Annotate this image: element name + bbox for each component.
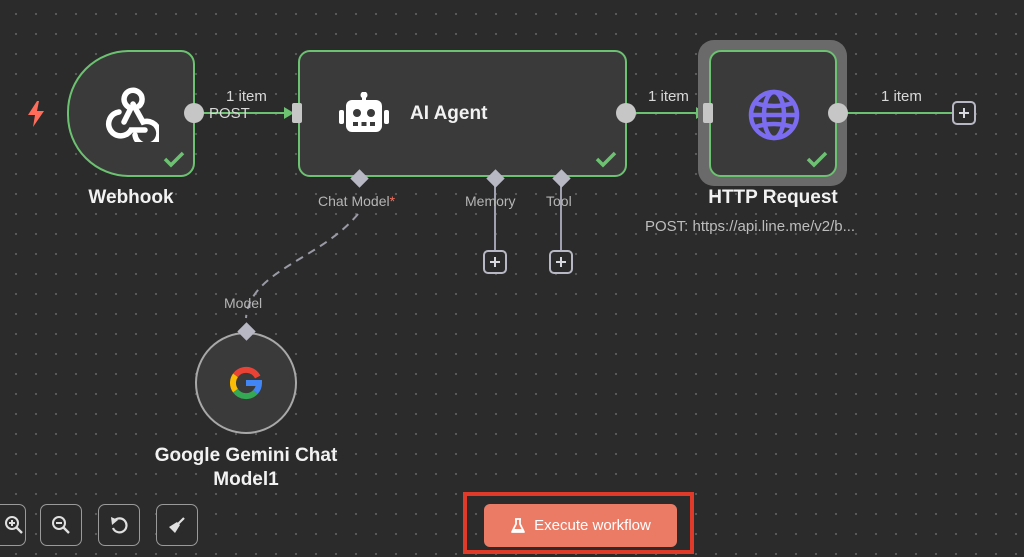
http-request-node[interactable] [709,50,837,177]
ai-agent-node[interactable]: AI Agent [298,50,627,177]
ai-agent-title: AI Agent [410,103,488,124]
model-port-label: Model [224,295,263,311]
zoom-in-icon [5,516,23,534]
required-asterisk: * [389,193,396,209]
webhook-icon [105,87,159,142]
add-memory-button[interactable] [483,250,507,274]
edge-arrow [284,107,294,119]
add-node-button[interactable] [952,101,976,125]
gemini-title-line2: Model1 [213,469,279,490]
edge-model-connection[interactable] [245,213,359,319]
http-output-port[interactable] [828,103,848,123]
ai-agent-input-port[interactable] [292,103,302,123]
trigger-bolt-icon [28,101,44,127]
http-input-port[interactable] [703,103,713,123]
edge-item-count: 1 item [648,88,689,105]
chat-model-label: Chat Model* [318,193,395,209]
webhook-title: Webhook [88,187,174,208]
tidy-up-button[interactable] [156,504,198,546]
edge-item-count: 1 item [881,88,922,105]
zoom-out-icon [52,516,70,534]
success-check-icon [163,151,185,168]
zoom-in-button[interactable] [0,504,26,546]
execute-workflow-label: Execute workflow [534,517,651,534]
google-logo-icon [229,366,262,400]
success-check-icon [806,151,828,168]
zoom-out-button[interactable] [40,504,82,546]
flask-icon [511,517,526,533]
gemini-title: Google Gemini Chat Model1 [121,444,371,492]
http-request-subtitle: POST: https://api.line.me/v2/b... [645,218,856,235]
gemini-title-line1: Google Gemini Chat [154,445,338,466]
chat-model-label-text: Chat Model [318,193,390,209]
webhook-method-label: POST [209,105,250,122]
undo-icon [111,517,128,534]
tool-label: Tool [546,193,572,209]
webhook-node[interactable] [67,50,195,177]
memory-label: Memory [465,193,516,209]
http-request-title: HTTP Request [708,187,838,208]
annotation-highlight-box [463,492,694,554]
broom-icon [169,517,185,533]
ai-agent-output-port[interactable] [616,103,636,123]
add-tool-button[interactable] [549,250,573,274]
globe-icon [748,89,800,141]
webhook-output-port[interactable] [184,103,204,123]
reset-zoom-button[interactable] [98,504,140,546]
robot-icon [339,92,389,132]
edge-item-count: 1 item [226,88,267,105]
execute-workflow-button[interactable]: Execute workflow [484,504,677,547]
success-check-icon [595,151,617,168]
gemini-node[interactable] [195,332,297,434]
